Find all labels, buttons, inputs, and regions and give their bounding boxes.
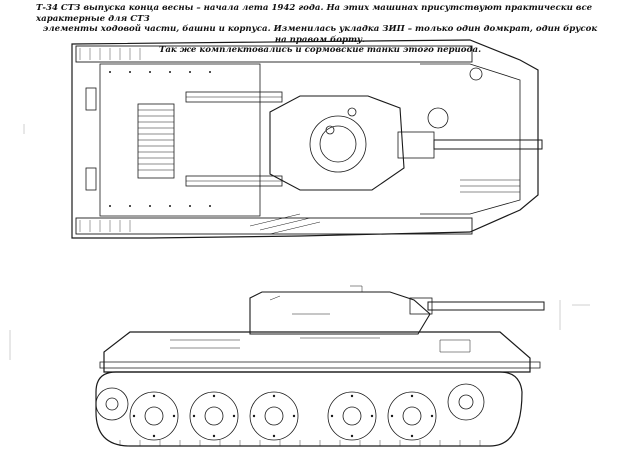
side-hull <box>103 331 531 373</box>
road-wheel <box>327 391 377 441</box>
side-idler-wheel <box>95 387 129 421</box>
side-idler-hub <box>105 397 119 411</box>
top-fender-hatch <box>79 48 141 232</box>
top-engine-deck <box>99 63 261 217</box>
road-wheel <box>387 391 437 441</box>
top-hull-outline <box>71 39 539 239</box>
side-turret-detail <box>269 285 363 315</box>
top-engine-grille <box>137 103 175 179</box>
top-spare-links <box>249 179 520 235</box>
top-turret <box>269 95 405 191</box>
side-view <box>9 124 590 447</box>
top-headlight <box>469 67 483 81</box>
side-turret <box>249 291 431 335</box>
road-wheel <box>249 391 299 441</box>
side-gun-barrel <box>427 301 545 311</box>
road-wheel-hub <box>402 406 422 426</box>
side-track <box>95 371 523 447</box>
top-view <box>71 39 543 239</box>
side-wheel-rim-dots <box>132 394 434 438</box>
top-rivets <box>109 71 211 207</box>
top-right-track <box>75 217 473 235</box>
side-fender <box>99 361 541 369</box>
side-track-links <box>119 440 481 446</box>
road-wheel-hub <box>342 406 362 426</box>
top-louvre-bars <box>186 96 282 182</box>
top-turret-hatch-inner <box>319 125 357 163</box>
road-wheel <box>189 391 239 441</box>
side-drive-sprocket <box>447 383 485 421</box>
side-sprocket-hub <box>458 394 474 410</box>
drawing-caption: Т-34 СТЗ выпуска конца весны – начала ле… <box>36 3 604 56</box>
top-front-glacis <box>420 63 521 215</box>
side-hull-details <box>170 337 471 353</box>
top-grille-lines <box>138 109 174 171</box>
top-gun-barrel <box>433 139 543 150</box>
road-wheel-hub <box>264 406 284 426</box>
side-gun-mantlet <box>409 297 433 315</box>
top-periscope <box>325 125 335 135</box>
road-wheel-hub <box>144 406 164 426</box>
road-wheel-hub <box>204 406 224 426</box>
caption-line-2: элементы ходовой части, башни и корпуса.… <box>42 24 598 45</box>
top-turret-hatch <box>309 115 367 173</box>
top-exhaust-left <box>85 87 97 111</box>
top-exhaust-right <box>85 167 97 191</box>
side-road-wheels <box>129 391 437 441</box>
top-left-track <box>75 45 473 63</box>
caption-line-1: Т-34 СТЗ выпуска конца весны – начала ле… <box>36 3 593 24</box>
side-registration-marks <box>9 124 590 360</box>
caption-line-3: Так же комплектовались и сормовские танк… <box>158 45 482 56</box>
top-driver-hatch <box>427 107 449 129</box>
top-vent <box>347 107 357 117</box>
road-wheel <box>129 391 179 441</box>
